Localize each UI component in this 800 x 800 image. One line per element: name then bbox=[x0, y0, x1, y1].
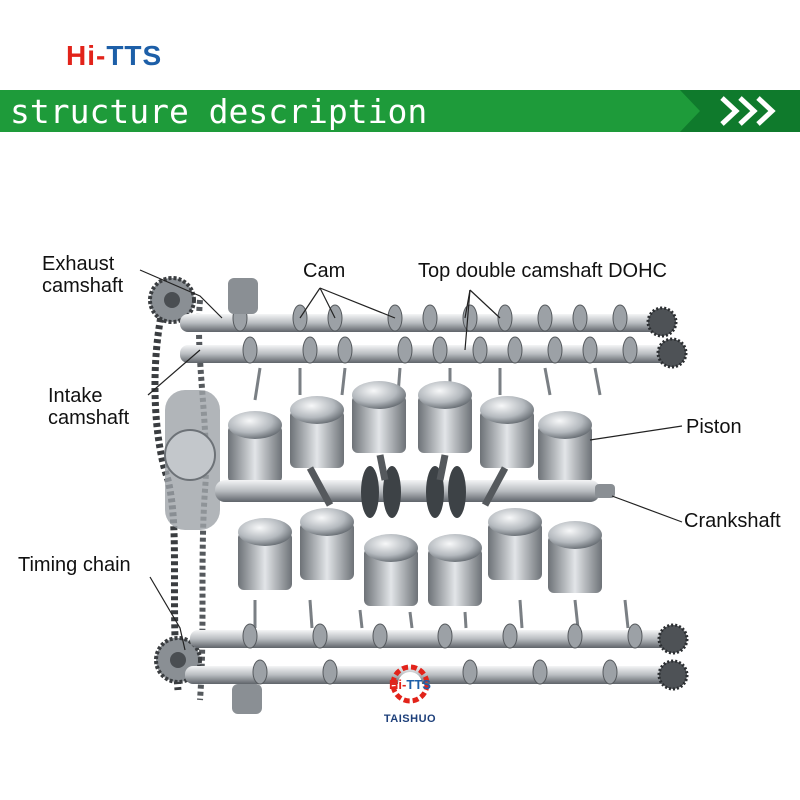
piston-lower-1 bbox=[238, 518, 292, 590]
piston-upper-3 bbox=[352, 381, 406, 453]
svg-text:Hi-TTS: Hi-TTS bbox=[389, 677, 431, 692]
chevron-1-icon bbox=[720, 96, 740, 126]
timing-leader bbox=[149, 576, 186, 651]
label-exhaust-line1: Exhaust bbox=[42, 253, 115, 275]
dohc-leader-3 bbox=[464, 289, 471, 351]
watermark-logo: Hi-TTS TAISHUO bbox=[378, 658, 442, 725]
section-banner bbox=[0, 90, 800, 132]
label-piston: Piston bbox=[686, 416, 742, 438]
piston-lower-2 bbox=[300, 508, 354, 580]
timing-cover bbox=[164, 390, 220, 530]
cam-leader-3 bbox=[319, 287, 396, 319]
pistons-upper bbox=[228, 381, 592, 483]
camshaft-bottom-1 bbox=[190, 623, 689, 655]
label-exhaust-camshaft: Exhaust camshaft bbox=[42, 253, 123, 297]
banner-title: structure description bbox=[10, 92, 428, 131]
label-crankshaft: Crankshaft bbox=[684, 510, 781, 532]
watermark-name: TAISHUO bbox=[383, 713, 437, 725]
leader-lines bbox=[139, 269, 683, 651]
label-exhaust-line2: camshaft bbox=[42, 275, 124, 297]
cam-leader-2 bbox=[319, 287, 336, 319]
label-cam: Cam bbox=[303, 260, 346, 282]
pistons-lower bbox=[238, 508, 602, 606]
intake-camshaft-top bbox=[180, 337, 688, 369]
cam-lobes-bottom bbox=[242, 623, 643, 685]
label-intake-line1: Intake bbox=[48, 385, 103, 407]
piston-lower-6 bbox=[548, 521, 602, 593]
piston-lower-3 bbox=[364, 534, 418, 606]
piston-upper-5 bbox=[480, 396, 534, 468]
cam-leader-1 bbox=[299, 287, 321, 319]
piston-upper-6 bbox=[538, 411, 592, 483]
piston-upper-4 bbox=[418, 381, 472, 453]
crankshaft-leader bbox=[611, 495, 683, 523]
label-intake-camshaft: Intake camshaft bbox=[48, 385, 129, 429]
label-intake-line2: camshaft bbox=[48, 407, 130, 429]
brand-logo: Hi-TTS bbox=[66, 40, 162, 72]
engine-bracket bbox=[228, 278, 262, 714]
exhaust-leader bbox=[139, 269, 223, 319]
gear-icon: Hi-TTS bbox=[389, 664, 431, 704]
piston-upper-2 bbox=[290, 396, 344, 468]
crankshaft bbox=[215, 454, 615, 518]
label-dohc: Top double camshaft DOHC bbox=[418, 260, 668, 282]
piston-lower-5 bbox=[488, 508, 542, 580]
logo-hi-text: Hi- bbox=[66, 40, 107, 71]
piston-lower-4 bbox=[428, 534, 482, 606]
logo-tts-text: TTS bbox=[106, 40, 163, 71]
chevron-3-icon bbox=[756, 96, 776, 126]
piston-upper-1 bbox=[228, 411, 282, 483]
label-timing-chain: Timing chain bbox=[18, 554, 131, 576]
camshaft-bottom-2 bbox=[185, 659, 689, 691]
dohc-leader-2 bbox=[469, 289, 501, 319]
piston-leader bbox=[589, 425, 683, 441]
intake-leader bbox=[147, 349, 201, 396]
valves-bottom bbox=[253, 599, 630, 629]
chevron-2-icon bbox=[738, 96, 758, 126]
